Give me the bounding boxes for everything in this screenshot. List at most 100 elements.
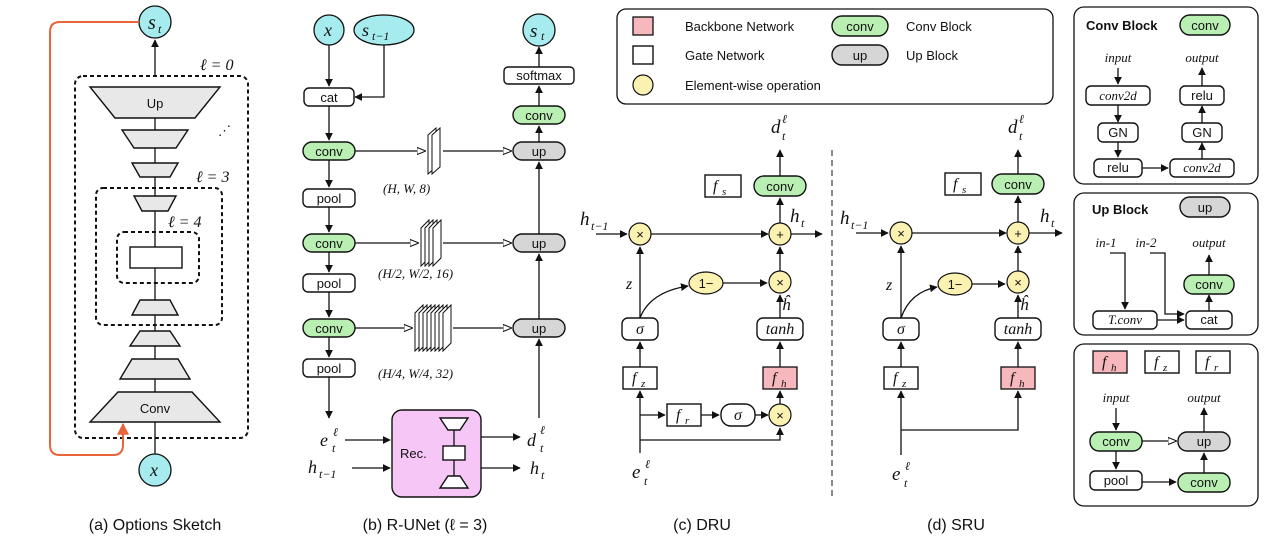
f-conv-label-a: conv <box>1102 434 1130 449</box>
fr-chip <box>1195 350 1231 374</box>
recurrent-arrow <box>49 21 139 456</box>
e-label: e <box>320 430 328 450</box>
sru-d-sup: ℓ <box>1019 112 1024 126</box>
panel-dru: d ℓ t f s conv h t−1 × + h t × 1− z ĥ σ … <box>580 112 823 534</box>
fh-chip <box>1092 350 1128 374</box>
conv-block-chip <box>1179 14 1231 36</box>
up-block-in1-label: in-1 <box>1096 235 1117 250</box>
encoder-layer-2 <box>118 358 192 380</box>
s-t-label: s <box>148 12 156 34</box>
conv-block-title: Conv Block <box>1086 18 1158 33</box>
sru-z-label: z <box>885 277 893 294</box>
dru-ht-sub: t <box>801 216 805 230</box>
s-t-sub: t <box>158 22 162 36</box>
dru-z-label: z <box>625 276 633 293</box>
gn-label-a: GN <box>1108 125 1128 140</box>
dru-mult-2-sym: × <box>776 275 784 290</box>
feature-dims-2: (H/2, W/2, 16) <box>378 266 453 281</box>
decoder-layer-2 <box>120 129 190 149</box>
dru-fs-box <box>704 174 742 198</box>
sru-tanh-label: tanh <box>1004 321 1032 338</box>
pool-label-1: pool <box>317 191 342 206</box>
gn-label-b: GN <box>1192 125 1212 140</box>
s-out-label: s <box>530 21 537 42</box>
f-conv-label-b: conv <box>1190 475 1218 490</box>
fr-chip-f: f <box>1205 354 1212 371</box>
dru-fz-box <box>622 366 658 390</box>
conv-label: Conv <box>140 401 171 416</box>
dru-fr-sub: r <box>685 415 690 427</box>
sru-fs-sub: s <box>962 184 966 196</box>
f-block-panel <box>1073 343 1259 507</box>
up-label-1: up <box>532 144 546 159</box>
feature-map-2 <box>420 218 442 268</box>
legend: Backbone Network Gate Network Element-wi… <box>616 8 1054 105</box>
decoder-layer-4 <box>132 195 178 212</box>
fr-chip-sub: r <box>1214 362 1219 374</box>
cat-label: cat <box>320 90 338 105</box>
sru-sigma-label: σ <box>897 321 906 338</box>
sru-fh-sub: h <box>1019 378 1025 390</box>
legend-conv-chip-label: conv <box>846 19 874 34</box>
dru-sigma-2-label: σ <box>734 407 743 424</box>
legend-backbone-swatch <box>632 16 654 36</box>
legend-up-block-label: Up Block <box>906 48 959 63</box>
dru-e-label: e <box>632 462 640 483</box>
level-4-box <box>116 231 200 284</box>
dru-sigma-box <box>621 317 659 341</box>
ht-sub: t <box>541 468 545 482</box>
level-3-label: ℓ = 3 <box>196 169 229 186</box>
conv-label-1: conv <box>315 144 343 159</box>
rec-trap-top <box>438 417 470 431</box>
legend-gate-label: Gate Network <box>685 48 765 63</box>
sru-hprev-sub: t−1 <box>851 218 868 232</box>
dru-ht-label: h <box>790 206 800 227</box>
level-3-box <box>95 187 223 326</box>
f-block-definition: f h f z f r input output conv up pool co… <box>1073 343 1259 507</box>
panel-r-unet: x s t−1 cat conv pool conv pool conv poo… <box>302 13 575 534</box>
dru-e-sub: t <box>644 474 648 488</box>
s-out-node <box>522 13 556 47</box>
dru-fz-sub: z <box>640 378 646 390</box>
encoder-layer-4 <box>130 299 180 316</box>
d-sub: t <box>540 441 544 455</box>
sru-fz-sub: z <box>901 378 907 390</box>
fz-chip <box>1144 350 1180 374</box>
sru-d-sub: t <box>1019 129 1023 143</box>
dru-tanh-label: tanh <box>766 321 794 338</box>
feature-map-3 <box>414 303 452 353</box>
f-up-label: up <box>1197 434 1211 449</box>
bottleneck-block <box>129 246 183 269</box>
fz-chip-f: f <box>1154 354 1161 371</box>
dru-sigma-label: σ <box>636 321 645 338</box>
dru-conv-label: conv <box>766 179 794 194</box>
caption-d: (d) SRU <box>927 517 985 534</box>
up-block-definition: Up Block up in-1 in-2 output T.conv cat … <box>1073 192 1259 336</box>
s-prev-sub: t−1 <box>372 29 389 43</box>
feature-map-1 <box>427 126 441 176</box>
s-out-sub: t <box>541 29 545 43</box>
dru-fs-sub: s <box>722 186 726 198</box>
up-label-3: up <box>532 321 546 336</box>
caption-a: (a) Options Sketch <box>89 517 222 534</box>
dru-mult-1-sym: × <box>636 227 644 242</box>
tconv-label: T.conv <box>1108 312 1142 327</box>
up-block-chip-label: up <box>1198 200 1212 215</box>
sru-add-sym: + <box>1014 226 1022 241</box>
dru-e-sup: ℓ <box>645 457 650 471</box>
decoder-layer-3 <box>130 162 180 178</box>
level-0-label: ℓ = 0 <box>200 57 233 74</box>
pool-label-2: pool <box>317 276 342 291</box>
conv2d-label-a: conv2d <box>1099 88 1137 103</box>
legend-gate-swatch <box>632 45 654 65</box>
legend-elementwise-swatch <box>632 74 654 96</box>
ellipsis-dots: ⋰ <box>218 123 231 138</box>
encoder-layer-3 <box>128 330 182 347</box>
legend-conv-chip <box>831 15 889 37</box>
d-sup: ℓ <box>540 423 545 437</box>
level-0-box <box>74 75 249 439</box>
conv-label-out: conv <box>525 108 553 123</box>
up-trapezoid <box>88 86 222 119</box>
conv2d-label-b: conv2d <box>1183 160 1221 175</box>
